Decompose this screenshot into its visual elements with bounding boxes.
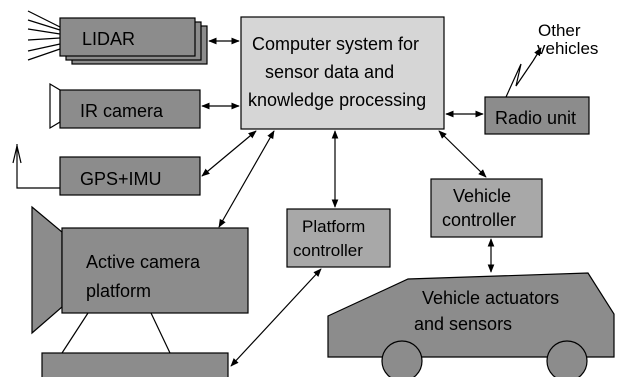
lidar-label: LIDAR [82, 29, 135, 49]
platform-controller-line2: controller [293, 241, 363, 260]
vehicle-controller-line1: Vehicle [453, 186, 511, 206]
lidar-emitter-icon [27, 10, 61, 61]
vehicle-controller-unit: Vehicle controller [430, 178, 543, 238]
ir-lens-icon [49, 82, 61, 130]
vehicle-body [327, 272, 615, 358]
vehicle-actuators-line2: and sensors [414, 314, 512, 334]
vehicle-controller-line2: controller [442, 210, 516, 230]
link-platform-controller-camera-base [230, 268, 322, 367]
vehicle-actuators-line1: Vehicle actuators [422, 288, 559, 308]
link-camera-computer [218, 130, 275, 228]
radio-unit: Radio unit Other vehicles [484, 21, 598, 135]
active-camera-box [61, 227, 249, 314]
platform-controller-line1: Platform [302, 217, 365, 236]
gps-imu-box [59, 156, 201, 196]
active-camera-line2: platform [86, 281, 151, 301]
radio-unit-box [484, 96, 590, 135]
rear-wheel-icon [546, 340, 588, 377]
link-computer-vehicle-controller [438, 130, 487, 178]
active-camera-platform-unit: Active camera platform [31, 205, 249, 377]
gps-imu-label: GPS+IMU [80, 169, 162, 189]
ir-camera-box [59, 89, 201, 129]
computer-system-box [240, 16, 445, 130]
vehicle-controller-box [430, 178, 543, 238]
camera-mount-icon [61, 312, 171, 354]
link-gps-computer [201, 130, 257, 177]
other-vehicles-line2: vehicles [537, 39, 598, 58]
camera-lens-icon [31, 205, 63, 335]
active-camera-line1: Active camera [86, 252, 201, 272]
computer-label-line2: sensor data and [265, 62, 394, 82]
gps-antenna-icon [12, 144, 60, 189]
platform-controller-box [286, 208, 391, 268]
radio-unit-label: Radio unit [495, 108, 576, 128]
computer-label-line1: Computer system for [252, 34, 419, 54]
ir-camera-label: IR camera [80, 101, 164, 121]
platform-controller-unit: Platform controller [286, 208, 391, 268]
ir-camera-unit: IR camera [49, 82, 201, 130]
computer-label-line3: knowledge processing [248, 90, 426, 110]
radio-antenna-icon [505, 47, 542, 98]
front-wheel-icon [381, 340, 423, 377]
other-vehicles-line1: Other [538, 21, 581, 40]
camera-platform-base [41, 352, 229, 377]
connectors [201, 37, 495, 367]
vehicle-actuators-unit: Vehicle actuators and sensors [327, 272, 615, 377]
lidar-box [59, 17, 196, 57]
lidar-unit: LIDAR [27, 10, 208, 65]
gps-imu-unit: GPS+IMU [12, 144, 201, 196]
computer-system-unit: Computer system for sensor data and know… [240, 16, 445, 130]
